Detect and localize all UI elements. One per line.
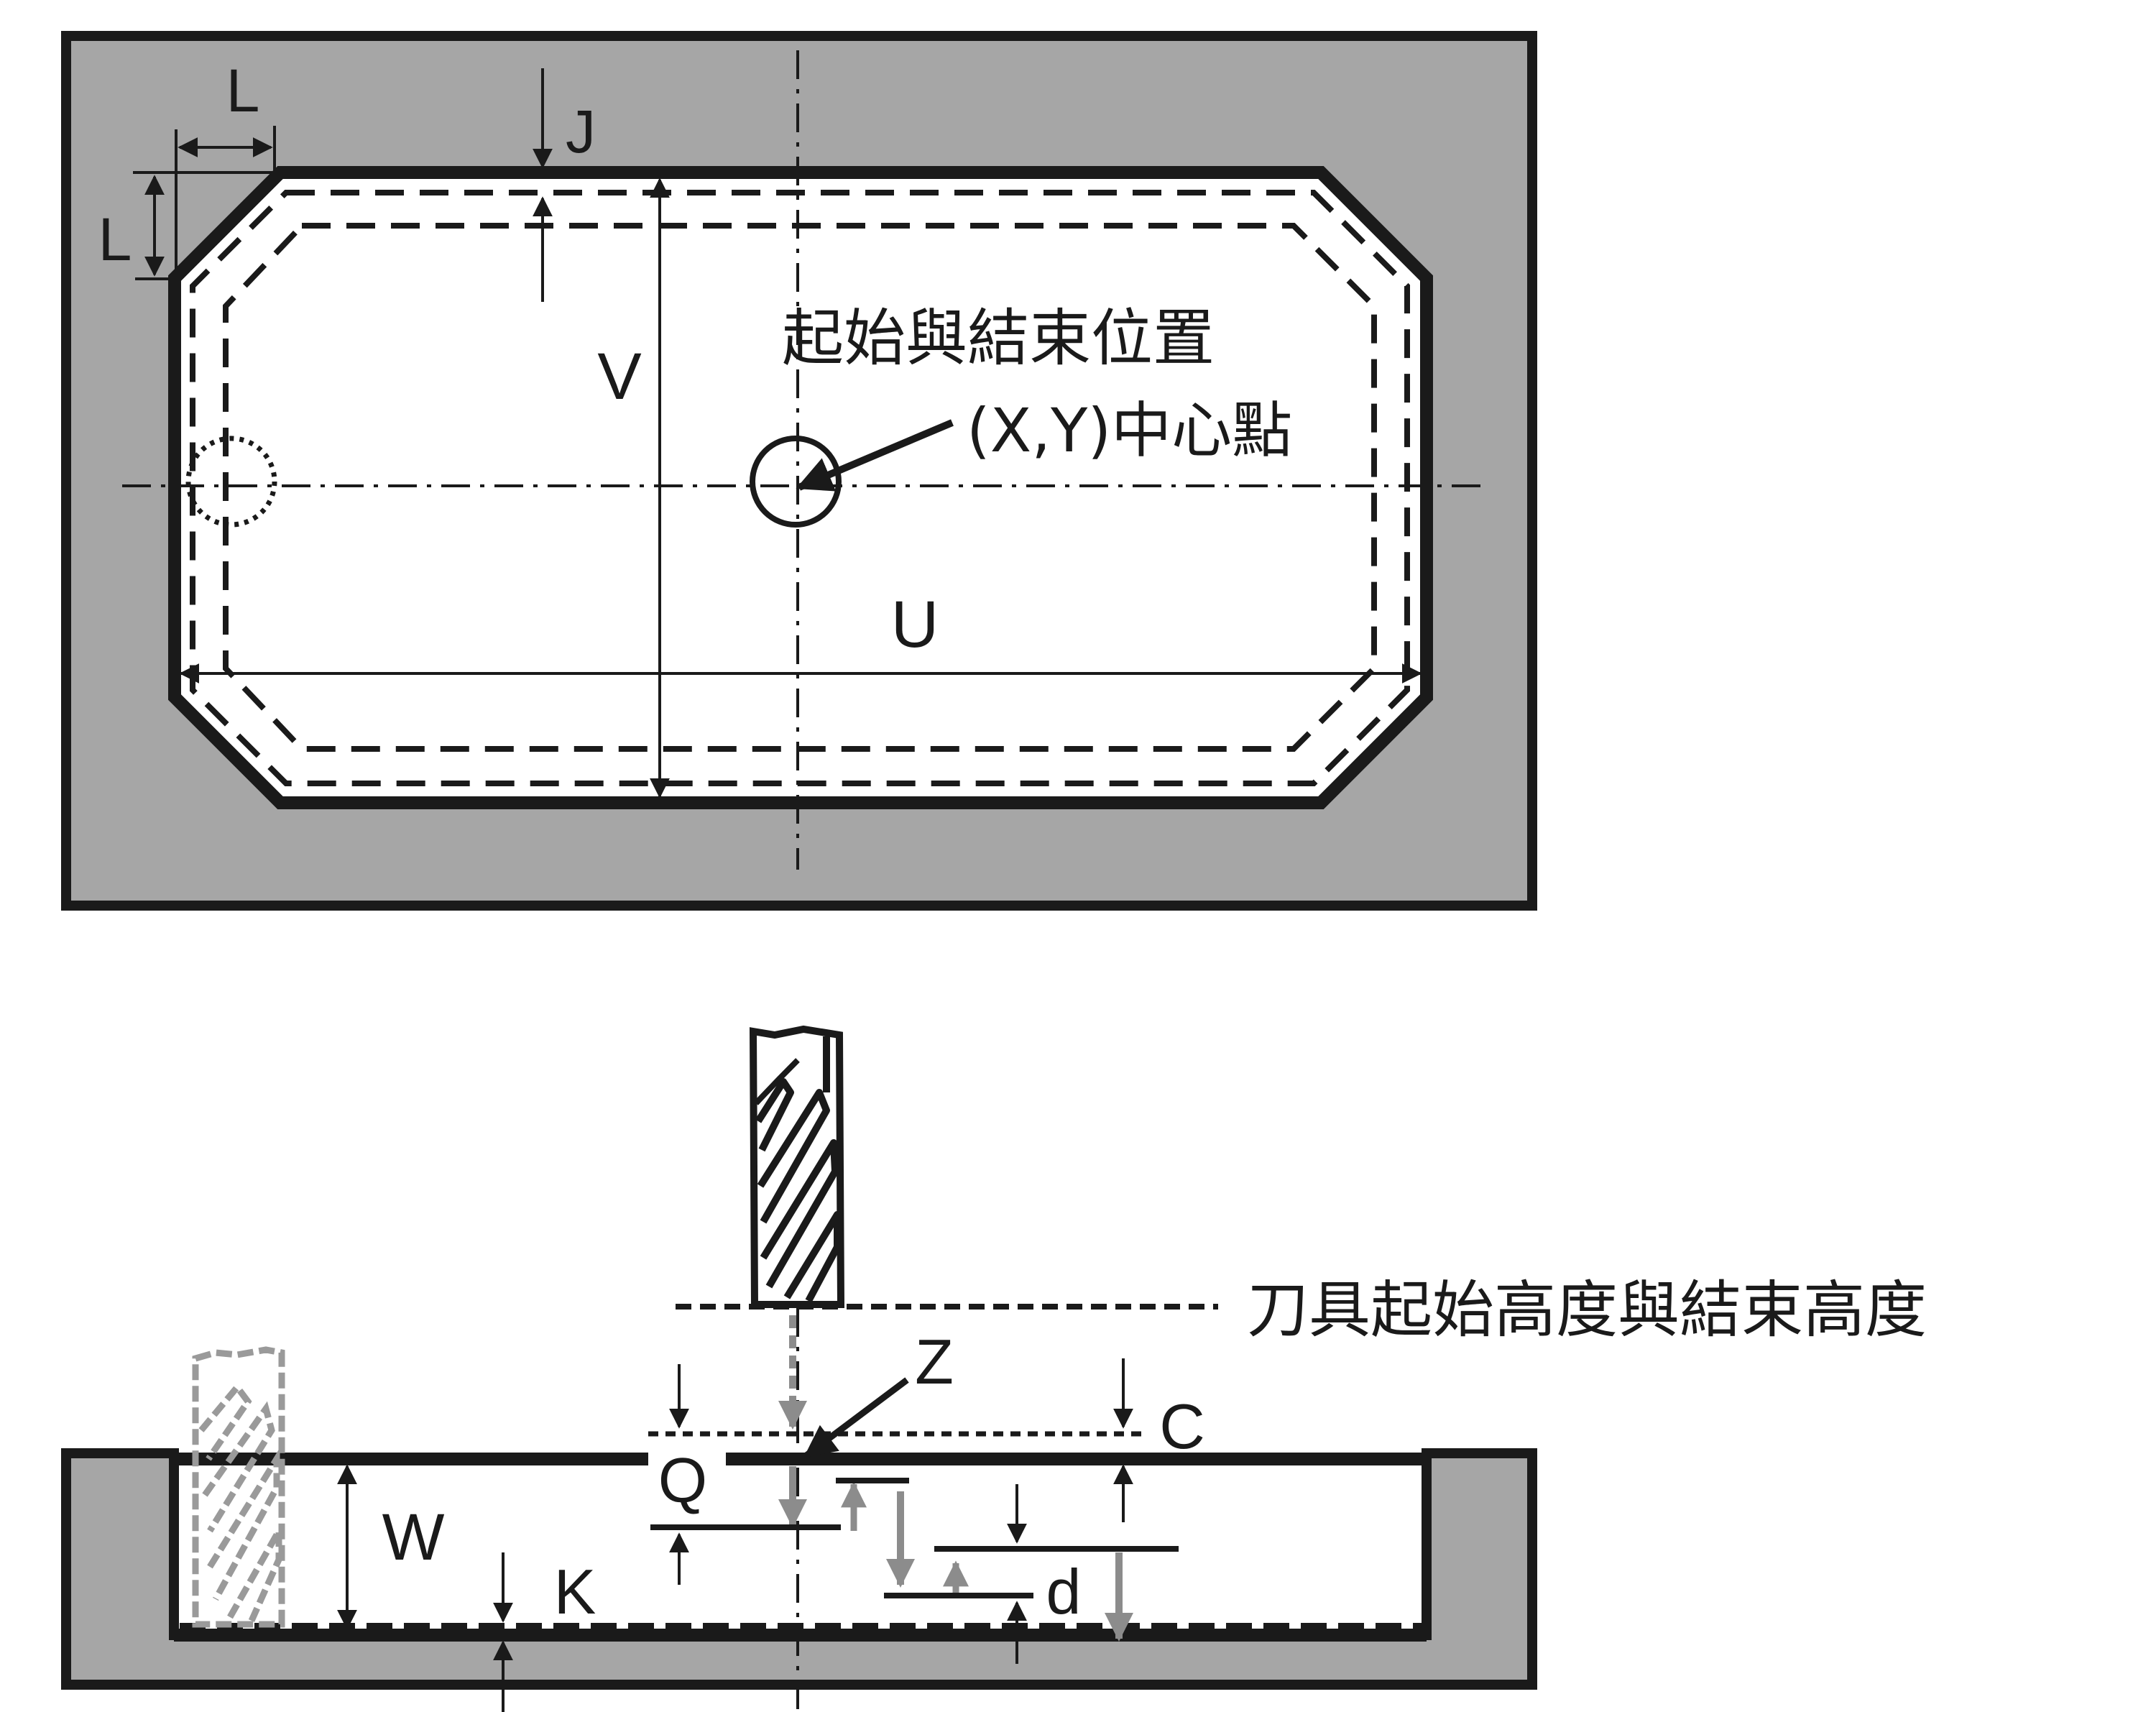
K-label: K — [554, 1556, 596, 1627]
end-mill-tool-icon — [749, 1025, 845, 1308]
L-horizontal-label: L — [226, 57, 260, 124]
Q-label: Q — [658, 1445, 707, 1516]
L-vertical-label: L — [98, 206, 132, 273]
center-pointer-arrow — [796, 419, 954, 492]
top-view: L L J V U 起始與結束位置 (X,Y)中心點 — [61, 31, 1537, 911]
W-label: W — [382, 1501, 445, 1574]
pocket-finish-pass-dashed — [190, 190, 1410, 786]
pocket-rough-pass-dashed — [223, 223, 1377, 752]
U-label: U — [891, 588, 939, 661]
start-point-circle-icon — [750, 436, 842, 528]
Z-pointer-arrow — [803, 1377, 909, 1458]
ghost-end-mill-tool-icon — [192, 1346, 285, 1628]
tool-height-label: 刀具起始高度與結束高度 — [1247, 1274, 1927, 1346]
Z-label: Z — [915, 1326, 954, 1397]
C-label: C — [1159, 1391, 1205, 1462]
start-end-position-label: 起始與結束位置 — [782, 303, 1215, 374]
corner-entry-circle-icon — [185, 436, 277, 528]
d-label: d — [1046, 1556, 1082, 1627]
center-point-label: (X,Y)中心點 — [967, 395, 1292, 466]
V-label: V — [597, 340, 641, 413]
side-view: 刀具起始高度與結束高度 Z C — [61, 1025, 1927, 1712]
J-label: J — [566, 98, 596, 165]
